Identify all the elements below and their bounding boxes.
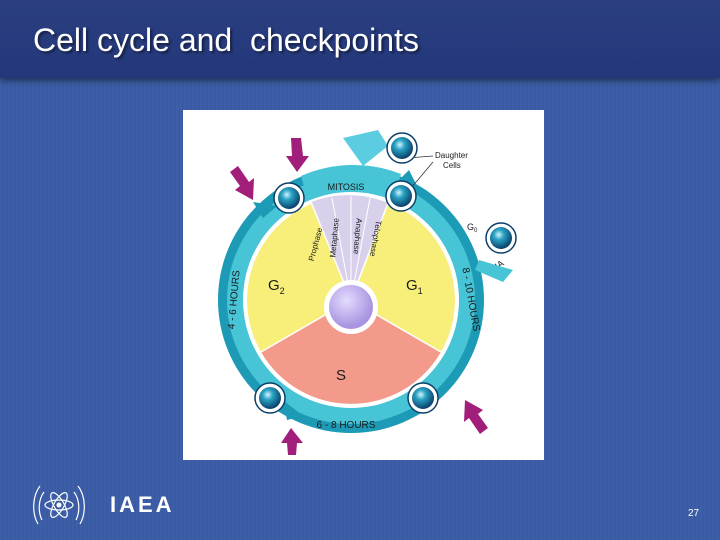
iaea-emblem-icon [33,485,85,525]
mitosis-label: MITOSIS [328,182,365,192]
ring-arrowhead [253,202,277,218]
mitosis-arrow [343,130,388,166]
cell-icon [259,387,281,409]
cell-icon [490,227,512,249]
s-label: S [336,367,346,384]
daughter-cells-label: Daughter [435,151,468,160]
checkpoint-arrow [230,166,254,200]
checkpoint-arrows [230,138,488,455]
cell-cycle-diagram: MITOSIS Prophase Metaphase Anaphase Telo… [183,110,544,460]
nucleus [329,285,373,329]
g0-label: G0 [467,222,478,234]
checkpoint-arrow [281,428,303,455]
cell-icon [391,137,413,159]
checkpoint-arrow [286,138,309,172]
anaphase-label: Anaphase [351,218,363,255]
mitosis-sector [311,195,388,300]
cell-cycle-svg: MITOSIS Prophase Metaphase Anaphase Telo… [218,130,517,455]
title-bar: Cell cycle and checkpoints [0,0,720,78]
cell-icon [412,387,434,409]
slide-title: Cell cycle and checkpoints [33,22,419,58]
g2-label: G2 [268,277,285,296]
cell-icons [254,132,517,414]
cell-icon [390,185,412,207]
ring-arrowhead [283,400,303,420]
g2-duration-label: 4 - 6 HOURS [226,270,242,330]
cell-icon [278,187,300,209]
iaea-logo-text: IAEA [110,492,175,517]
page-number: 27 [688,508,700,519]
pha-arrow [475,260,513,282]
daughter-cells-pointer [410,161,434,189]
s-sector [261,300,441,404]
daughter-cells-label: Cells [443,161,461,170]
mitosis-band [301,164,401,190]
checkpoint-arrow [464,400,488,434]
g1-label: G1 [406,277,423,296]
s-duration-label: 6 - 8 HOURS [317,420,376,431]
metaphase-label: Metaphase [328,217,340,258]
